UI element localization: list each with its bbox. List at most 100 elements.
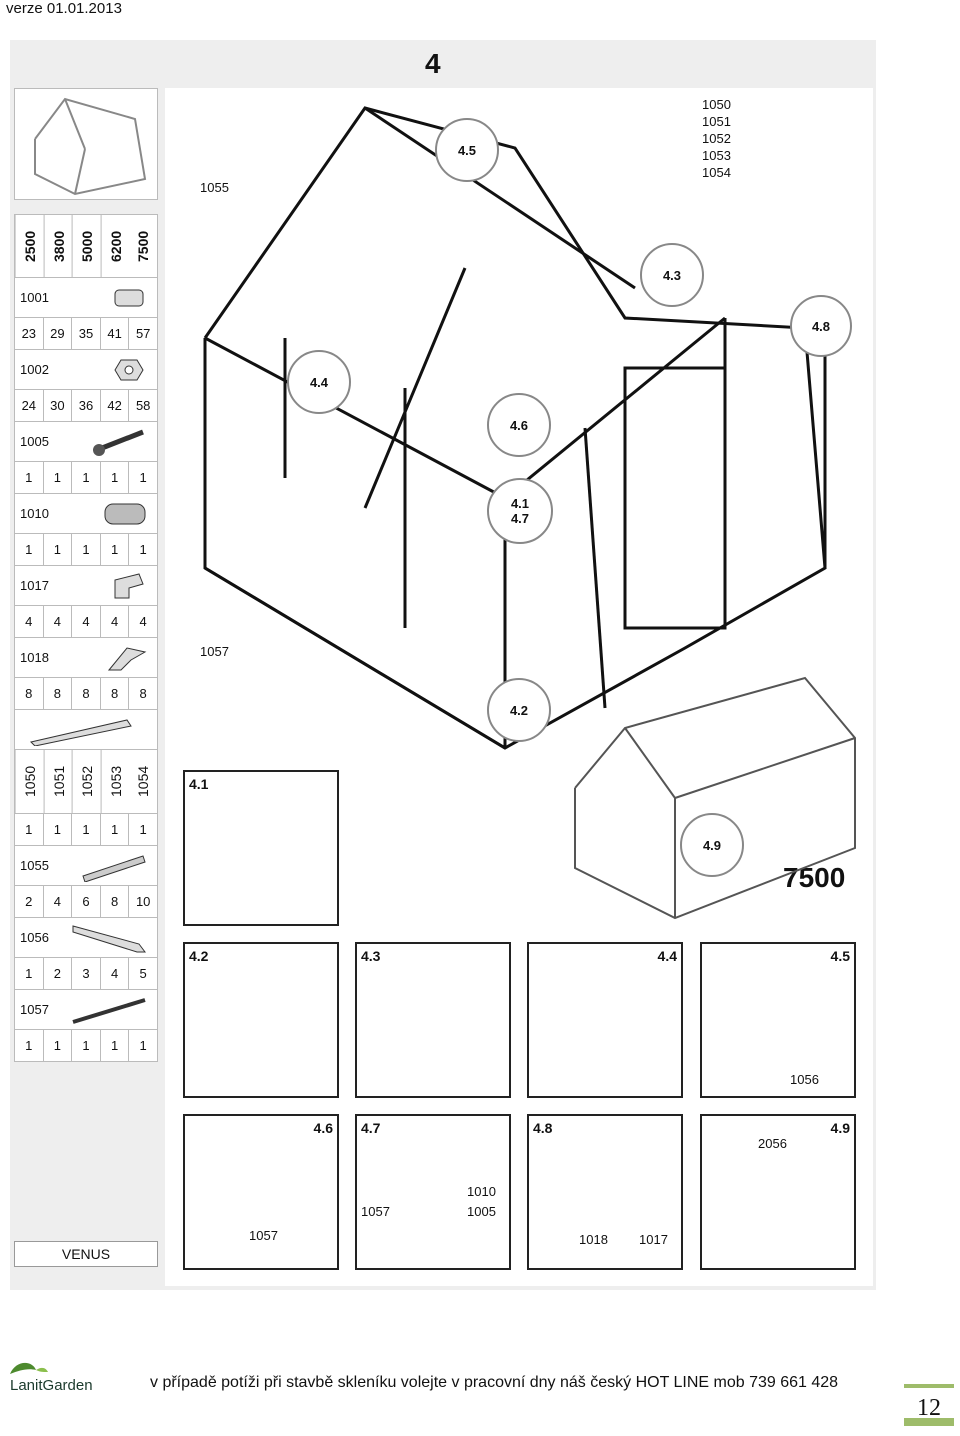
lanitgarden-logo: LanitGarden [6,1356,96,1396]
qty-cell: 1 [44,1030,73,1061]
brush-seal-icon [104,503,146,525]
part-code: 1010 [20,506,49,521]
part-code: 1005 [20,434,49,449]
qty-cell: 8 [101,886,130,917]
detail-4-3: 4.3 [355,942,511,1098]
part-row-1017: 1017 [14,566,158,606]
circle-4-8: 4.8 [790,295,852,357]
qty-cell: 4 [44,886,73,917]
qty-cell: 41 [101,318,130,349]
size-6200: 6200 [100,215,130,277]
callout-1056: 1056 [790,1072,819,1087]
detail-label: 4.1 [189,776,209,792]
part-code: 1056 [20,930,49,945]
qty-cell: 1 [139,470,147,485]
callout-1017: 1017 [639,1232,668,1247]
qty-cell: 1 [15,814,44,845]
bar-profile-icon [82,855,146,882]
qty-cell: 8 [139,686,147,701]
qty-cell: 29 [44,318,73,349]
detail-label: 4.8 [533,1120,553,1136]
size-2500: 2500 [15,215,44,277]
qty-cell: 1 [139,822,147,837]
part-row-1002: 1002 [14,350,158,390]
detail-label: 4.7 [361,1120,381,1136]
coupling-icon [114,289,144,307]
callout-1005: 1005 [467,1204,496,1219]
nut-icon [114,359,144,381]
detail-4-1: 4.1 [183,770,339,926]
qty-cell: 24 [15,390,44,421]
qty-cell: 4 [101,606,130,637]
detail-label: 4.2 [189,948,209,964]
circle-label: 4.7 [510,511,530,526]
qty-row-1055: 2 4 6 8 10 [14,886,158,918]
size-5000: 5000 [72,215,101,277]
qty-cell: 1 [15,1030,44,1061]
part-row-1001: 1001 [14,278,158,318]
code-1053: 1053 [100,750,130,813]
detail-4-6: 4.6 1057 [183,1114,339,1270]
model-label: 7500 [783,862,846,893]
part-code: 1017 [20,578,49,593]
circle-4-5: 4.5 [435,118,499,182]
qty-cell: 1 [139,1038,147,1053]
rod-icon [72,998,146,1024]
strut-icon [72,925,146,953]
qty-cell: 1 [101,1030,130,1061]
step-number: 4 [425,48,441,79]
version-label: verze 01.01.2013 [6,0,122,17]
qty-cell: 1 [15,958,44,989]
qty-cell: 4 [139,614,147,629]
qty-row-1057: 1 1 1 1 1 [14,1030,158,1062]
size-3800: 3800 [43,215,73,277]
qty-cell: 58 [135,398,151,413]
detail-4-4: 4.4 [527,942,683,1098]
qty-row-1056: 1 2 3 4 5 [14,958,158,990]
qty-cell: 42 [101,390,130,421]
callout-1052: 1052 [702,131,731,146]
qty-cell: 4 [44,606,73,637]
qty-cell: 4 [72,606,101,637]
qty-cell: 23 [15,318,44,349]
part-code: 1018 [20,650,49,665]
detail-label: 4.3 [361,948,381,964]
model-name-label: VENUS [14,1241,158,1267]
greenhouse-7500-drawing [574,676,856,920]
detail-4-2: 4.2 [183,942,339,1098]
part-code: 1057 [20,1002,49,1017]
qty-cell: 57 [135,326,151,341]
qty-row-1017: 4 4 4 4 4 [14,606,158,638]
qty-row-1010: 1 1 1 1 1 [14,534,158,566]
circle-label: 4.1 [510,496,530,511]
page-number: 12 [904,1384,954,1428]
circle-4-4: 4.4 [287,350,351,414]
circle-label: 4.6 [509,417,529,433]
qty-cell: 1 [15,462,44,493]
callout-1051: 1051 [702,114,731,129]
hotline-footer: v případě potíži při stavbě skleníku vol… [150,1374,839,1391]
circle-label: 4.8 [811,318,831,334]
detail-4-5: 4.5 1056 [700,942,856,1098]
qty-cell: 8 [44,678,73,709]
qty-cell: 10 [135,894,151,909]
circle-label: 4.5 [457,142,477,158]
qty-cell: 30 [44,390,73,421]
qty-cell: 1 [139,542,147,557]
callout-1055: 1055 [200,180,229,195]
page-number-bar [904,1418,954,1426]
bracket-icon [114,573,144,599]
qty-cell: 1 [15,534,44,565]
callout-1053: 1053 [702,148,731,163]
callout-1057: 1057 [361,1204,390,1219]
callout-1054: 1054 [702,165,731,180]
qty-cell: 2 [44,958,73,989]
qty-cell: 1 [72,462,101,493]
part-row-1010: 1010 [14,494,158,534]
size-header: 2500 3800 5000 6200 7500 [14,214,158,278]
qty-cell: 6 [72,886,101,917]
qty-cell: 1 [101,534,130,565]
detail-4-7: 4.7 1010 1005 1057 [355,1114,511,1270]
detail-label: 4.4 [657,948,677,964]
circle-4-2: 4.2 [487,678,551,742]
